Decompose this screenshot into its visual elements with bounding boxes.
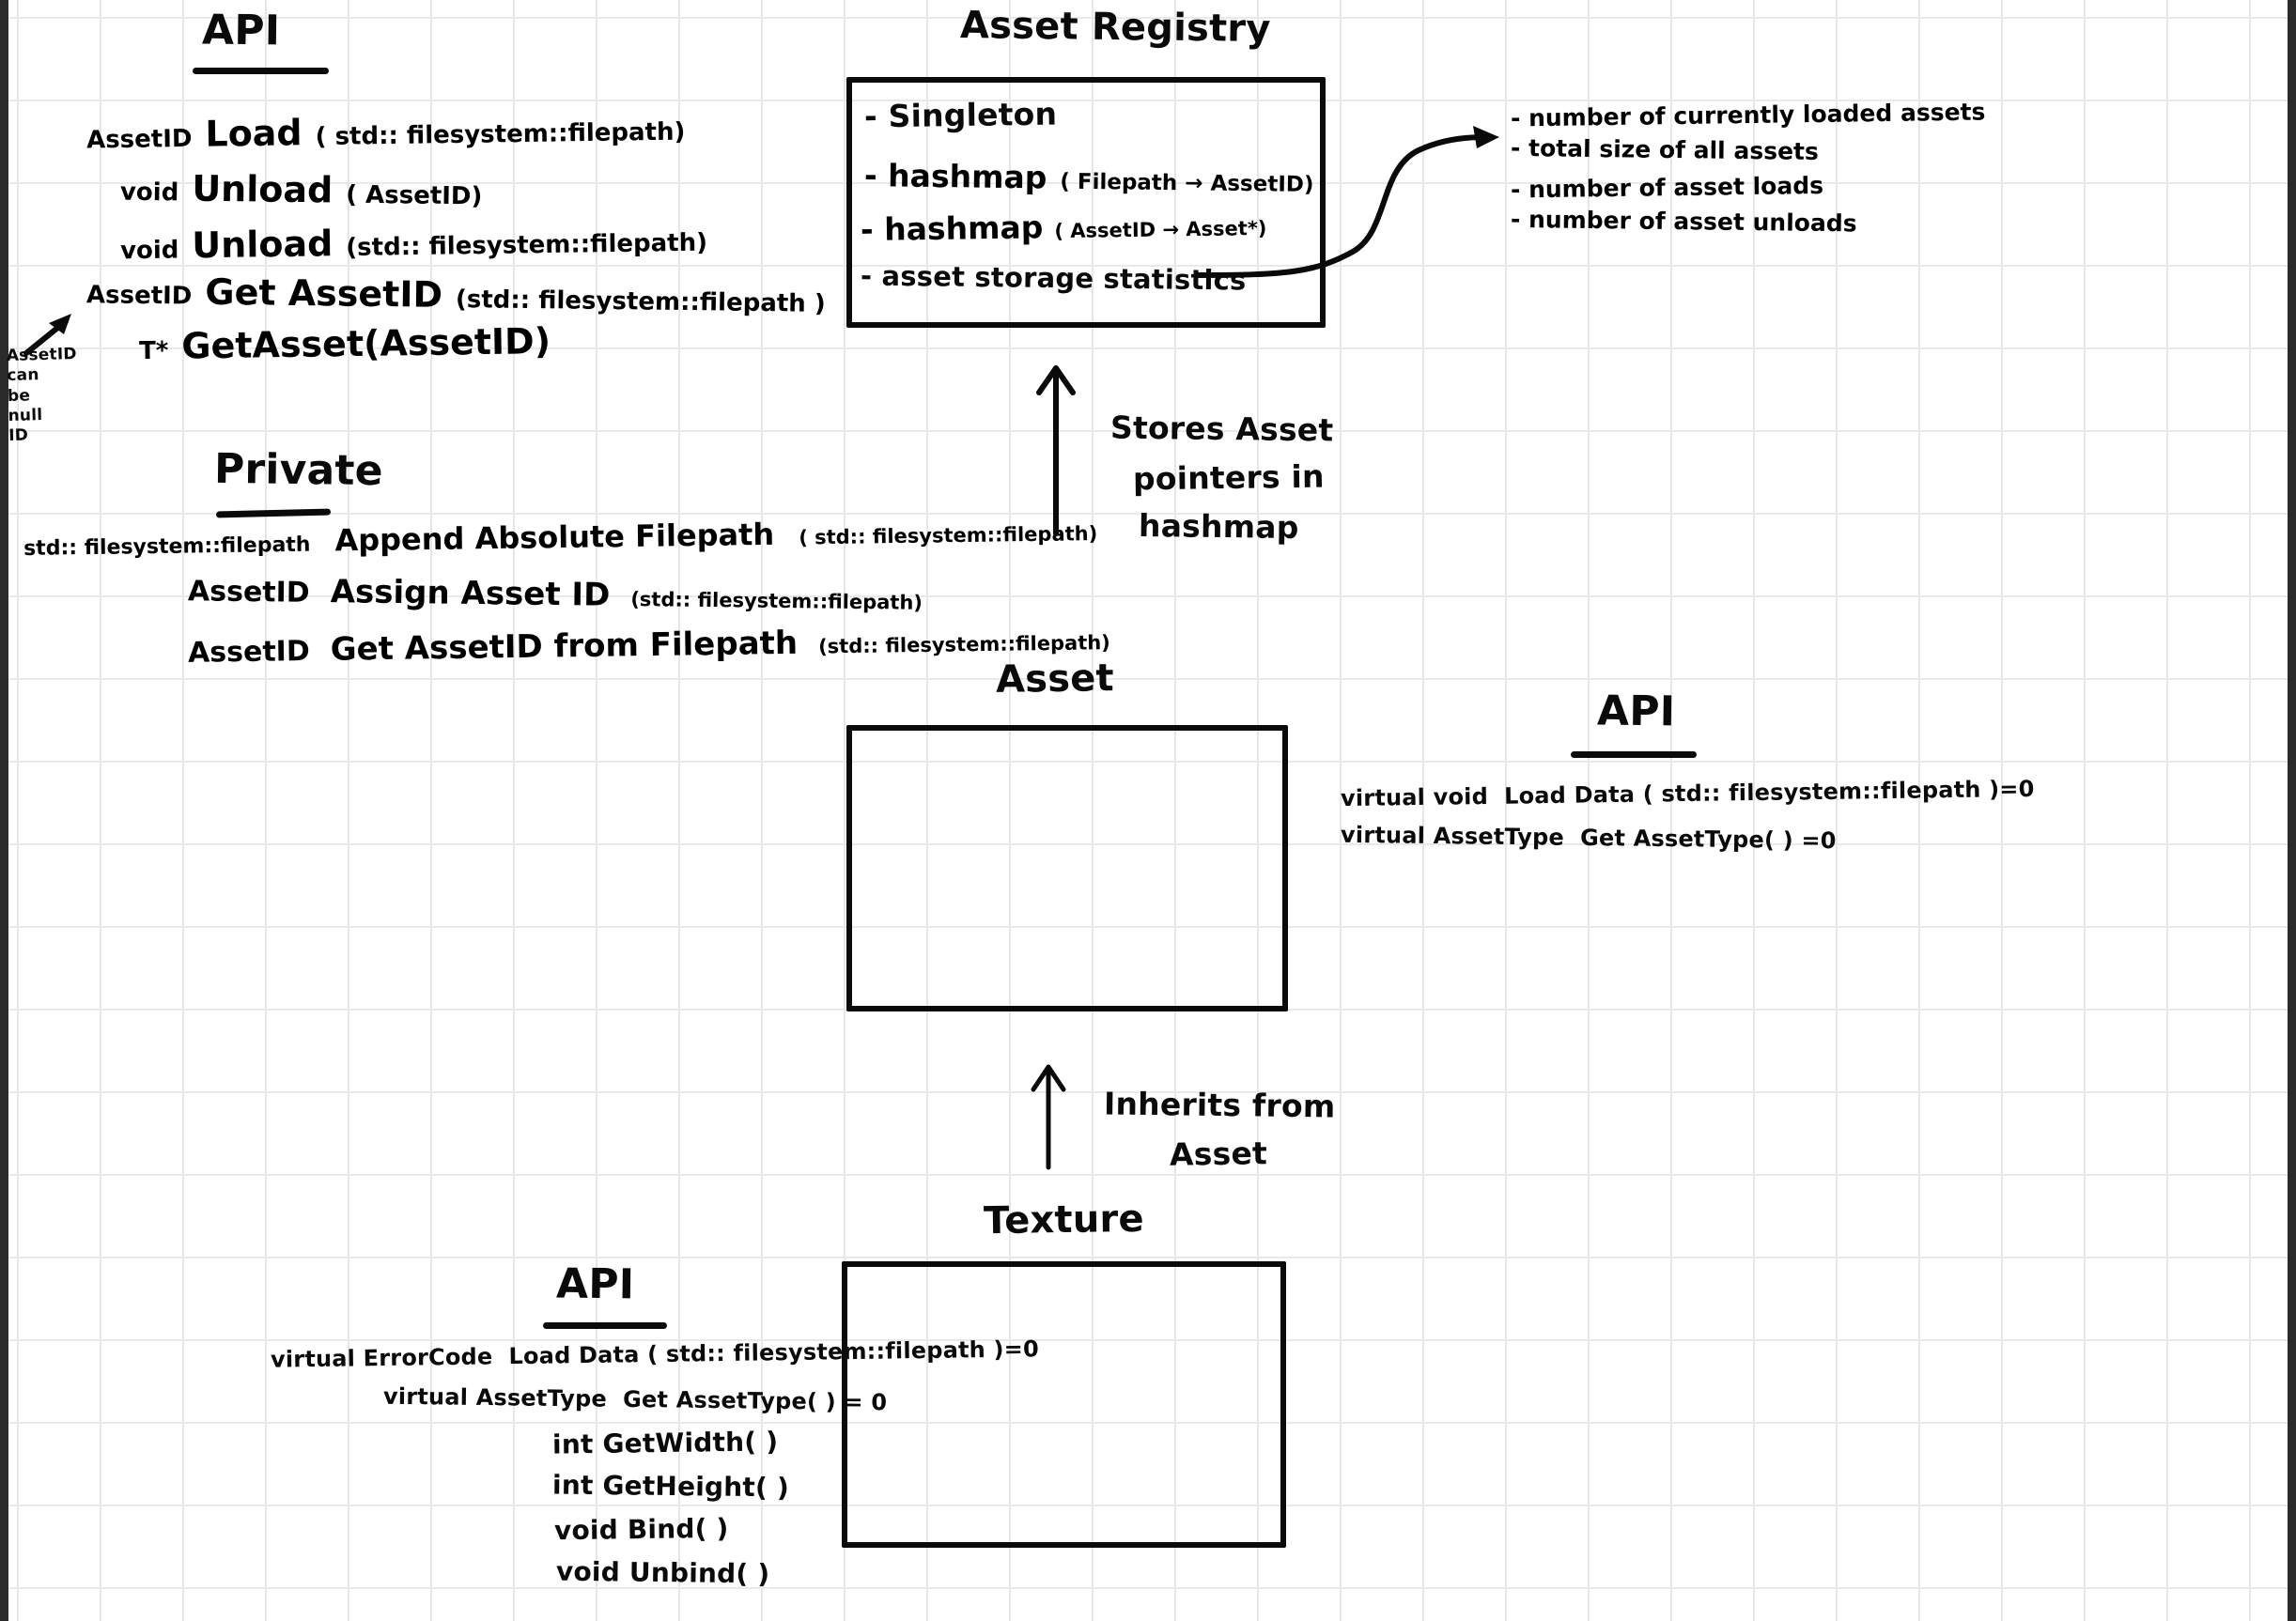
texture-api-method: void Bind( ) (553, 1512, 729, 1547)
method-return-type: std:: filesystem::filepath (23, 533, 311, 561)
arrow-up-icon-stores (1036, 365, 1076, 536)
registry-item-label: - hashmap (860, 208, 1044, 249)
stores-label-line2: pointers in (1132, 457, 1325, 498)
api-method-row: AssetID Load ( std:: filesystem::filepat… (86, 107, 686, 157)
api-heading-underline (193, 68, 329, 74)
arrow-up-icon-inherits (1031, 1064, 1066, 1170)
method-name: GetAsset(AssetID) (181, 320, 551, 367)
method-return-type: void (119, 178, 179, 208)
method-name: Append Absolute Filepath (334, 516, 775, 559)
method-args: ( std:: filesystem::filepath) (315, 117, 686, 152)
registry-item-detail: ( AssetID → Asset*) (1054, 216, 1267, 243)
inherits-label-line1: Inherits from (1103, 1085, 1336, 1125)
texture-api-method: int GetHeight( ) (551, 1469, 790, 1504)
registry-item-label: - hashmap (863, 157, 1047, 196)
asset-api-underline (1571, 751, 1697, 758)
stores-label-line3: hashmap (1138, 506, 1299, 547)
registry-item: - Singleton (863, 95, 1058, 135)
method-return-type: T* (138, 336, 169, 366)
registry-item: - hashmap ( AssetID → Asset*) (861, 206, 1267, 248)
api-method-row: AssetID Get AssetID (std:: filesystem::f… (86, 270, 826, 320)
stores-label-line1: Stores Asset (1109, 409, 1334, 449)
texture-api-heading: API (555, 1259, 635, 1309)
method-args: ( AssetID) (345, 180, 483, 211)
method-return-type: AssetID (85, 124, 193, 155)
method-return-type: AssetID (187, 575, 310, 610)
private-method-row: std:: filesystem::filepath Append Absolu… (23, 512, 1098, 563)
method-name: Unload (192, 167, 334, 211)
registry-item-detail: ( Filepath → AssetID) (1060, 169, 1314, 197)
api-method-row: void Unload (std:: filesystem::filepath) (120, 218, 708, 268)
texture-api-method: int GetWidth( ) (551, 1426, 779, 1460)
private-heading-underline (215, 508, 332, 518)
asset-box[interactable] (846, 725, 1288, 1011)
registry-item: - asset storage statistics (860, 259, 1247, 297)
method-name: Get AssetID (205, 270, 443, 316)
texture-title: Texture (983, 1196, 1145, 1243)
assetid-null-note: AssetID can be null ID (6, 344, 77, 446)
statistic-item: - number of asset unloads (1510, 205, 1857, 238)
asset-manager-private-heading: Private (213, 444, 383, 496)
method-name: Get AssetID from Filepath (330, 624, 799, 669)
method-args: (std:: filesystem::filepath) (630, 587, 923, 614)
api-method-row: T* GetAsset(AssetID) (139, 320, 565, 367)
method-return-type: AssetID (187, 635, 310, 670)
method-args: ( std:: filesystem::filepath) (799, 522, 1098, 549)
method-args: (std:: filesystem::filepath) (346, 228, 708, 263)
method-args: (std:: filesystem::filepath) (817, 631, 1110, 658)
right-scrollbar[interactable] (2288, 0, 2296, 1621)
texture-api-underline (543, 1322, 667, 1329)
asset-registry-title: Asset Registry (959, 3, 1271, 52)
method-args: (std:: filesystem::filepath ) (455, 285, 826, 318)
texture-api-method: void Unbind( ) (555, 1555, 770, 1590)
private-method-row: AssetID Assign Asset ID (std:: filesyste… (188, 571, 923, 618)
texture-api-method: virtual AssetType Get AssetType( ) = 0 (382, 1382, 888, 1416)
statistic-item: - total size of all assets (1510, 133, 1820, 165)
api-method-row: void Unload ( AssetID) (120, 167, 483, 213)
statistic-item: - number of asset loads (1510, 171, 1824, 204)
asset-api-method: virtual void Load Data ( std:: filesyste… (1340, 775, 2035, 812)
inherits-label-line2: Asset (1169, 1135, 1268, 1173)
asset-title: Asset (995, 656, 1115, 702)
method-return-type: void (119, 236, 179, 266)
registry-item: - hashmap ( Filepath → AssetID) (864, 157, 1314, 199)
asset-manager-api-heading: API (201, 6, 281, 55)
asset-api-heading: API (1596, 687, 1676, 736)
method-return-type: AssetID (85, 281, 193, 311)
statistic-item: - number of currently loaded assets (1510, 98, 1986, 132)
method-name: Assign Asset ID (330, 573, 611, 614)
private-method-row: AssetID Get AssetID from Filepath (std::… (188, 620, 1110, 671)
asset-storage-statistics-list: - number of currently loaded assets - to… (1510, 98, 1986, 240)
texture-box[interactable] (842, 1261, 1286, 1548)
asset-api-method: virtual AssetType Get AssetType( ) =0 (1340, 821, 1837, 855)
left-scrollbar[interactable] (0, 0, 8, 1621)
method-name: Unload (192, 223, 334, 267)
method-name: Load (205, 112, 303, 155)
